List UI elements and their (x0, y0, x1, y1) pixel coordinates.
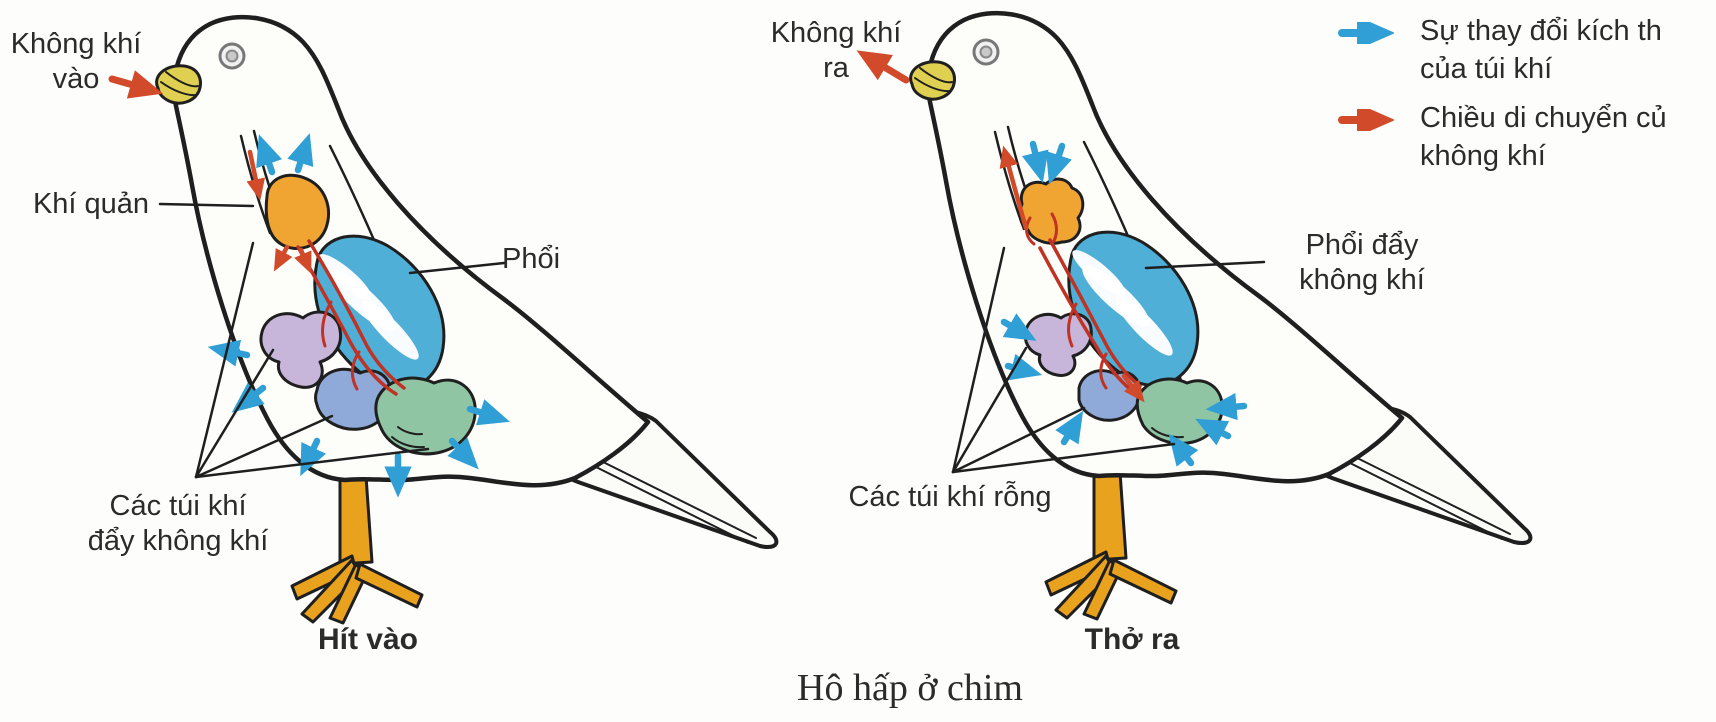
blue-arrow-icon (1338, 22, 1394, 44)
right-bird-toe (1108, 558, 1178, 605)
label-air-in-line1: Không khí (10, 28, 142, 60)
right-beak-stripe (914, 77, 951, 93)
right-bird-beak (909, 60, 956, 101)
legend-air-direction-text: Chiều di chuyển củ không khí (1420, 99, 1667, 175)
label-air-out-line2: ra (823, 52, 849, 84)
red-arrow-icon (1338, 109, 1394, 131)
pointer-line-air-sacs (194, 241, 255, 479)
pointer-line-lung (1144, 260, 1266, 270)
left-bird-leg (338, 474, 374, 566)
left-tail-feather-line (587, 462, 749, 544)
airflow-arrow-icon (1121, 373, 1145, 403)
label-air-out: Không khí ra (756, 16, 916, 86)
compression-arrow-icon (1000, 313, 1037, 341)
compression-arrow-icon (1021, 140, 1049, 184)
lung-air-channel (361, 300, 419, 360)
green-sac-detail (391, 436, 425, 449)
expansion-arrow-icon (466, 399, 510, 426)
pointer-line-air-sacs (194, 414, 334, 479)
compression-arrow-icon (1168, 433, 1199, 467)
airflow-arrow-icon (294, 247, 312, 274)
pointer-line-lung (408, 261, 506, 275)
label-air-in: Không khí vào (2, 27, 150, 97)
blood-vessel (1050, 212, 1058, 246)
legend-air-direction-line1: Chiều di chuyển củ (1420, 102, 1667, 134)
left-beak-stripe (160, 81, 197, 97)
air-out-arrow-icon (856, 50, 910, 84)
airflow-arrow-icon (273, 244, 293, 272)
caption-exhale: Thở ra (1084, 623, 1180, 656)
label-lung-right: Phổi đẩy không khí (1262, 228, 1462, 298)
label-air-in-line2: vào (52, 63, 100, 95)
left-bird-eye-icon (225, 49, 239, 63)
pointer-line-trachea (158, 202, 255, 208)
pointer-line-air-sacs (951, 442, 1176, 474)
right-bird (856, 10, 1533, 621)
left-bird-toe (354, 562, 424, 609)
pointer-line-air-sacs (194, 447, 430, 479)
expansion-arrow-icon (300, 437, 327, 477)
right-anterior-air-sac (1018, 177, 1085, 245)
air-in-arrow-icon (108, 70, 164, 99)
left-air-sac-green (374, 376, 477, 456)
compression-arrow-icon (1004, 353, 1043, 381)
right-beak-stripe (919, 67, 953, 84)
legend: Sự thay đổi kích th của túi khí Chiều di… (1338, 12, 1667, 175)
green-sac-detail (397, 426, 423, 436)
label-air-sacs-left-line2: đẩy không khí (87, 525, 269, 557)
pointer-line-air-sacs (951, 246, 1006, 474)
label-air-sacs-right: Các túi khí rỗng (848, 481, 1052, 513)
blood-vessel (1025, 216, 1036, 246)
pointer-line-air-sacs (194, 348, 275, 479)
caption-inhale: Hít vào (317, 623, 419, 656)
blood-vessel (1048, 238, 1142, 388)
compression-arrow-icon (1195, 418, 1232, 446)
expansion-arrow-icon (287, 133, 314, 174)
legend-size-change-text: Sự thay đổi kích th của túi khí (1420, 12, 1662, 88)
pointer-line-air-sacs (951, 346, 1028, 474)
right-air-sac-green (1135, 377, 1224, 445)
right-bird-leg (1092, 470, 1128, 562)
blood-vessel (1099, 352, 1108, 390)
left-beak-stripe (165, 71, 199, 88)
left-bird (108, 14, 779, 625)
blood-vessel (1067, 302, 1078, 348)
pointer-line-air-sacs (951, 406, 1086, 474)
legend-row-air-direction: Chiều di chuyển củ không khí (1338, 99, 1667, 175)
legend-size-change-line1: Sự thay đổi kích th (1420, 15, 1662, 47)
blood-vessel (307, 239, 406, 390)
right-tail-feather-line (1328, 443, 1511, 535)
blood-vessel (350, 350, 361, 391)
expansion-arrow-icon (256, 134, 283, 176)
label-air-out-line1: Không khí (770, 17, 902, 49)
compression-arrow-icon (1205, 393, 1248, 421)
compression-arrow-icon (1045, 142, 1072, 185)
legend-row-size-change: Sự thay đổi kích th của túi khí (1338, 12, 1667, 88)
airflow-down-arrow-icon (246, 149, 266, 201)
left-bird-beak (155, 64, 202, 105)
blood-vessel (321, 300, 333, 348)
label-lung-left: Phổi (502, 243, 561, 275)
left-tail-feather-line (574, 447, 757, 539)
legend-air-direction-line2: không khí (1420, 140, 1546, 172)
airflow-up-arrow-icon (999, 145, 1029, 231)
expansion-arrow-icon (447, 437, 479, 470)
right-bird-eye-icon (979, 45, 993, 59)
left-air-sac-purple (259, 310, 343, 389)
expansion-arrow-icon (231, 382, 267, 413)
label-lung-right-line2: không khí (1299, 264, 1425, 296)
compression-arrow-icon (1055, 410, 1084, 446)
blood-vessel (1038, 246, 1139, 397)
label-trachea: Khí quản (32, 188, 150, 220)
legend-size-change-line2: của túi khí (1420, 53, 1553, 85)
figure-caption: Hô hấp ở chim (797, 667, 1023, 709)
label-air-sacs-left-line1: Các túi khí (109, 490, 247, 522)
label-lung-right-line1: Phổi đẩy (1305, 229, 1419, 261)
right-tail-feather-line (1341, 458, 1503, 540)
label-air-sacs-left: Các túi khí đẩy không khí (62, 489, 294, 559)
left-anterior-air-sac (264, 173, 331, 250)
lung-air-channel (1115, 296, 1173, 356)
